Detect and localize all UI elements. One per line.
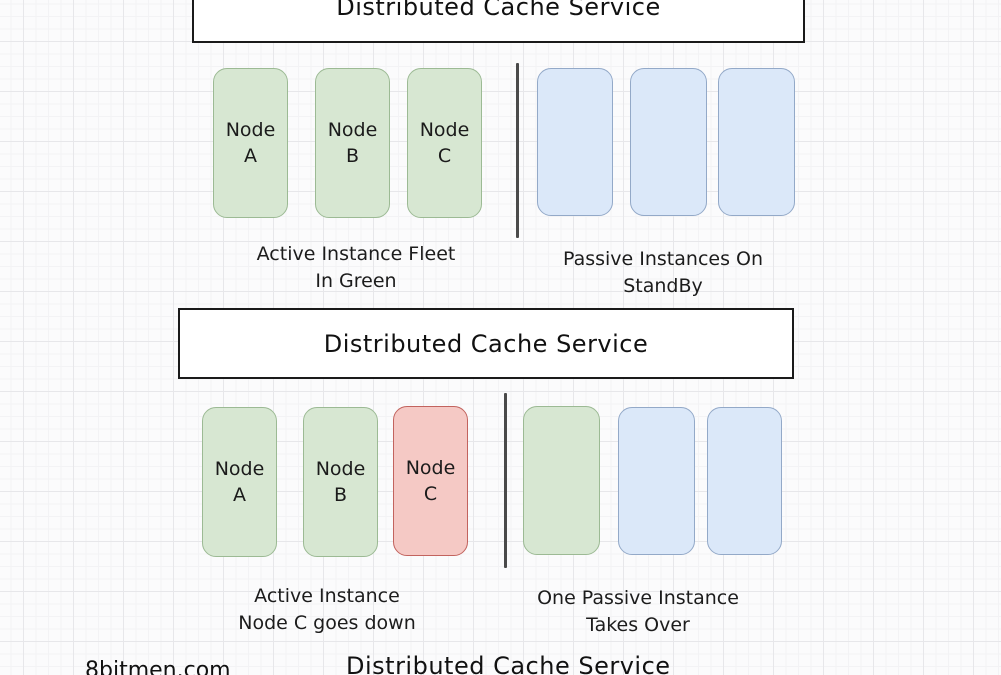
node-letter: A [244,145,257,167]
section1-divider-line [516,63,519,238]
node-letter: B [345,145,360,167]
node-letter: A [233,484,246,506]
section1-passive-caption: Passive Instances On StandBy [543,246,783,300]
section1-passive-node-3 [718,68,795,216]
node-word: Node [327,119,378,141]
section3-title: Distributed Cache Service [346,652,670,675]
section1-title: Distributed Cache Service [336,0,661,21]
node-word: Node [315,458,366,480]
section2-node-c-label: Node C [406,455,456,507]
caption-line: Node C goes down [238,612,416,634]
watermark-label: 8bitmen.com [85,658,231,675]
section1-node-b-label: Node B [328,117,378,169]
section1-node-c-label: Node C [420,117,470,169]
caption-line: StandBy [623,275,703,297]
section2-title: Distributed Cache Service [323,329,649,358]
section1-title-box: Distributed Cache Service [192,0,805,43]
section2-passive-caption: One Passive Instance Takes Over [518,585,758,639]
node-word: Node [214,458,265,480]
watermark-text: 8bitmen.com [85,658,231,675]
section2-takeover-node [523,406,600,555]
node-letter: C [423,483,438,505]
node-word: Node [225,119,276,141]
section1-node-b: Node B [315,68,390,218]
node-letter: B [333,484,348,506]
caption-line: One Passive Instance [537,587,739,609]
section3-title-text: Distributed Cache Service [346,652,671,675]
section1-passive-node-1 [537,68,613,216]
section1-node-a: Node A [213,68,288,218]
section2-active-caption: Active Instance Node C goes down [207,583,447,637]
section2-node-a: Node A [202,407,277,557]
section2-node-b: Node B [303,407,378,557]
caption-line: In Green [315,270,397,292]
node-word: Node [419,119,470,141]
section2-node-b-label: Node B [316,456,366,508]
section2-title-box: Distributed Cache Service [178,308,794,379]
section1-passive-node-2 [630,68,707,216]
section1-node-a-label: Node A [226,117,276,169]
node-letter: C [437,145,452,167]
node-word: Node [405,457,456,479]
section2-node-c-down: Node C [393,406,468,556]
section2-passive-node-3 [707,407,782,555]
section1-active-caption: Active Instance Fleet In Green [236,241,476,295]
caption-line: Active Instance [254,585,400,607]
section1-node-c: Node C [407,68,482,218]
caption-line: Active Instance Fleet [256,243,456,265]
caption-line: Passive Instances On [562,248,764,270]
caption-line: Takes Over [586,614,690,636]
section2-divider-line [504,393,507,568]
section2-node-a-label: Node A [215,456,265,508]
section2-passive-node-2 [618,407,695,555]
